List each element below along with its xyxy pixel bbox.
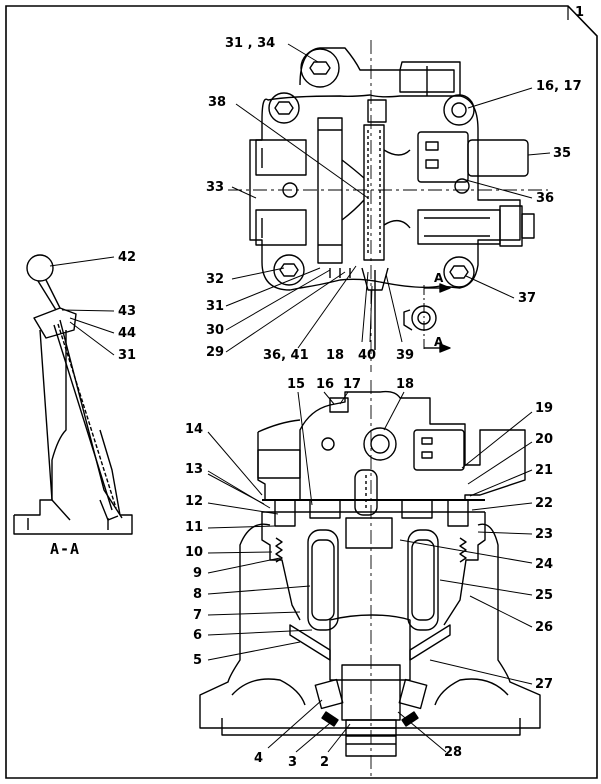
section-marker-top: A (434, 271, 444, 285)
callout-6: 6 (193, 628, 203, 643)
callout-23: 23 (535, 527, 554, 542)
callout-35: 35 (553, 146, 572, 161)
section-a-a-view (13, 254, 133, 535)
callout-10: 10 (185, 545, 204, 560)
callout-9: 9 (193, 566, 203, 581)
leader-lines (49, 43, 551, 753)
callout-3: 3 (288, 755, 298, 770)
sheet-border (5, 5, 598, 779)
callout-16-17: 16, 17 (536, 79, 582, 94)
section-label-a-a: A-A (50, 540, 81, 558)
callout-44: 44 (118, 326, 137, 341)
callout-17: 17 (343, 377, 362, 392)
callout-12: 12 (185, 494, 204, 509)
lower-assembly-section (199, 380, 541, 778)
callout-8: 8 (193, 587, 203, 602)
callout-21: 21 (535, 463, 554, 478)
callout-27: 27 (535, 677, 554, 692)
top-view-housing (228, 40, 548, 372)
callout-25: 25 (535, 588, 554, 603)
callout-40: 40 (358, 348, 377, 363)
callout-31-side: 31 (118, 348, 137, 363)
callout-42: 42 (118, 250, 137, 265)
callout-43: 43 (118, 304, 137, 319)
callout-33: 33 (206, 180, 225, 195)
callout-18-top: 18 (326, 348, 345, 363)
callout-5: 5 (193, 653, 203, 668)
callout-31-top: 31 (206, 299, 225, 314)
callout-18-bottom: 18 (396, 377, 415, 392)
callout-20: 20 (535, 432, 554, 447)
callout-14: 14 (185, 422, 204, 437)
callout-39: 39 (396, 348, 415, 363)
callout-36-41: 36, 41 (263, 348, 309, 363)
callout-29: 29 (206, 345, 225, 360)
callout-19: 19 (535, 401, 554, 416)
callout-36-top: 36 (536, 191, 555, 206)
callout-37: 37 (518, 291, 537, 306)
callout-16: 16 (316, 377, 335, 392)
section-marker-bottom: A (434, 335, 444, 349)
callout-15: 15 (287, 377, 306, 392)
callout-28: 28 (444, 745, 463, 760)
callout-11: 11 (185, 520, 204, 535)
sheet-number: 1 (575, 5, 585, 20)
callout-4: 4 (254, 751, 264, 766)
callout-31-34: 31 , 34 (225, 36, 276, 51)
callout-13: 13 (185, 462, 204, 477)
callout-24: 24 (535, 557, 554, 572)
callout-22: 22 (535, 496, 554, 511)
callout-2: 2 (320, 755, 330, 770)
callout-30: 30 (206, 323, 225, 338)
callout-7: 7 (193, 608, 203, 623)
callout-38: 38 (208, 95, 227, 110)
callout-32: 32 (206, 272, 225, 287)
callout-26: 26 (535, 620, 554, 635)
